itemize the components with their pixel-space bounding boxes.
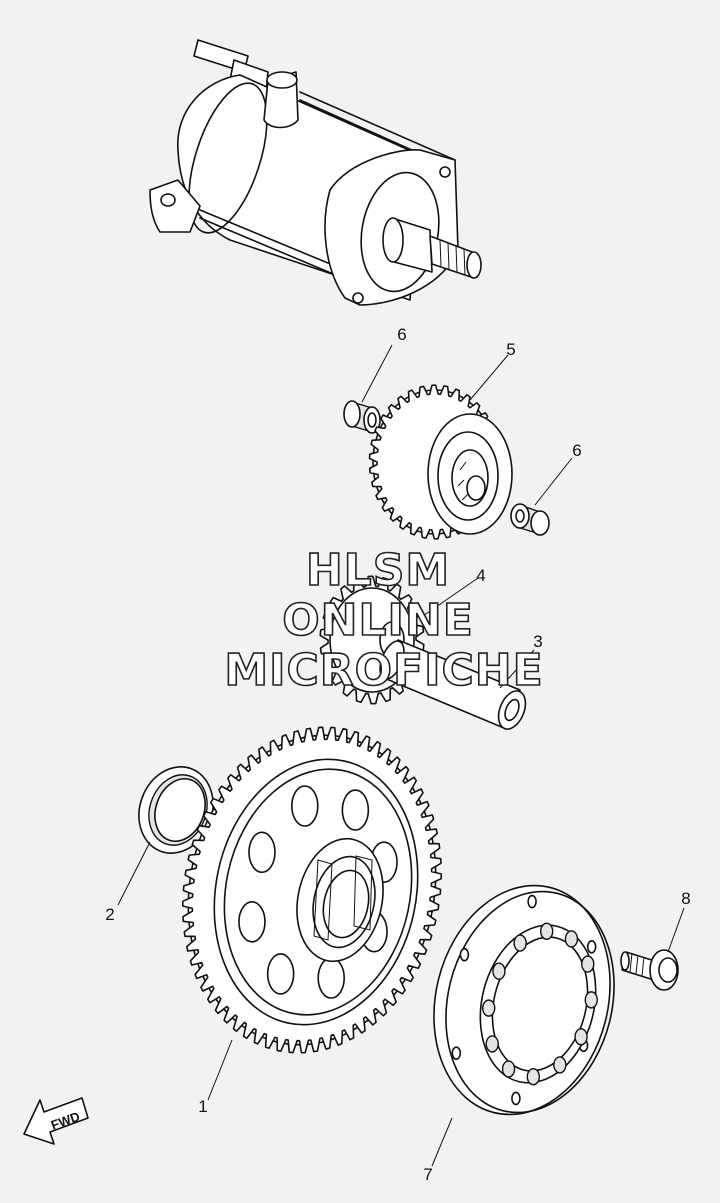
callout-7: 7 — [423, 1165, 432, 1184]
callout-5: 5 — [506, 340, 515, 359]
callout-1: 1 — [198, 1097, 207, 1116]
clutch-roller — [584, 991, 598, 1009]
watermark-line-1: HLSM — [306, 545, 450, 596]
gear-lightening-hole — [290, 785, 319, 827]
starter-motor — [149, 39, 482, 306]
clutch-roller — [564, 930, 579, 948]
part-6-lower-bushing — [510, 457, 573, 536]
clutch-bolt-hole — [451, 1046, 462, 1060]
callout-6-lower: 6 — [572, 441, 581, 460]
clutch-roller — [482, 999, 496, 1017]
callout-2: 2 — [105, 905, 114, 924]
part-1-large-gear — [181, 726, 443, 1101]
gear-lightening-hole — [238, 901, 266, 943]
part-7-starter-clutch — [431, 884, 615, 1167]
clutch-bolt-hole — [527, 894, 537, 909]
clutch-roller — [553, 1056, 567, 1074]
gear-lightening-hole — [248, 831, 276, 874]
fwd-arrow-icon: FWD — [23, 1097, 89, 1145]
clutch-roller — [539, 922, 554, 941]
watermark-line-3: MICROFICHE — [224, 645, 543, 696]
callout-8: 8 — [681, 889, 690, 908]
watermark-line-2: ONLINE — [282, 595, 474, 646]
callout-3: 3 — [533, 632, 542, 651]
part-5-idler-gear — [368, 354, 513, 540]
clutch-bolt-hole — [586, 940, 597, 954]
gear-lightening-hole — [341, 789, 370, 831]
clutch-bolt-hole — [459, 947, 470, 962]
clutch-roller — [513, 934, 527, 952]
clutch-bolt-hole — [511, 1091, 521, 1106]
part-2-washer — [117, 766, 214, 906]
watermark: HLSM ONLINE MICROFICHE — [224, 544, 544, 697]
clutch-roller — [492, 962, 506, 980]
clutch-roller — [526, 1067, 541, 1086]
clutch-roller — [485, 1035, 499, 1053]
part-3-shaft — [379, 639, 535, 730]
callout-4: 4 — [476, 566, 485, 585]
clutch-roller — [574, 1028, 588, 1046]
callout-6-upper: 6 — [397, 325, 406, 344]
clutch-roller — [501, 1060, 516, 1078]
gear-lightening-hole — [266, 953, 295, 995]
clutch-roller — [581, 955, 595, 973]
part-8-bolt — [620, 907, 685, 991]
part-6-upper-bushing — [343, 344, 393, 434]
gear-lightening-hole — [317, 957, 346, 999]
